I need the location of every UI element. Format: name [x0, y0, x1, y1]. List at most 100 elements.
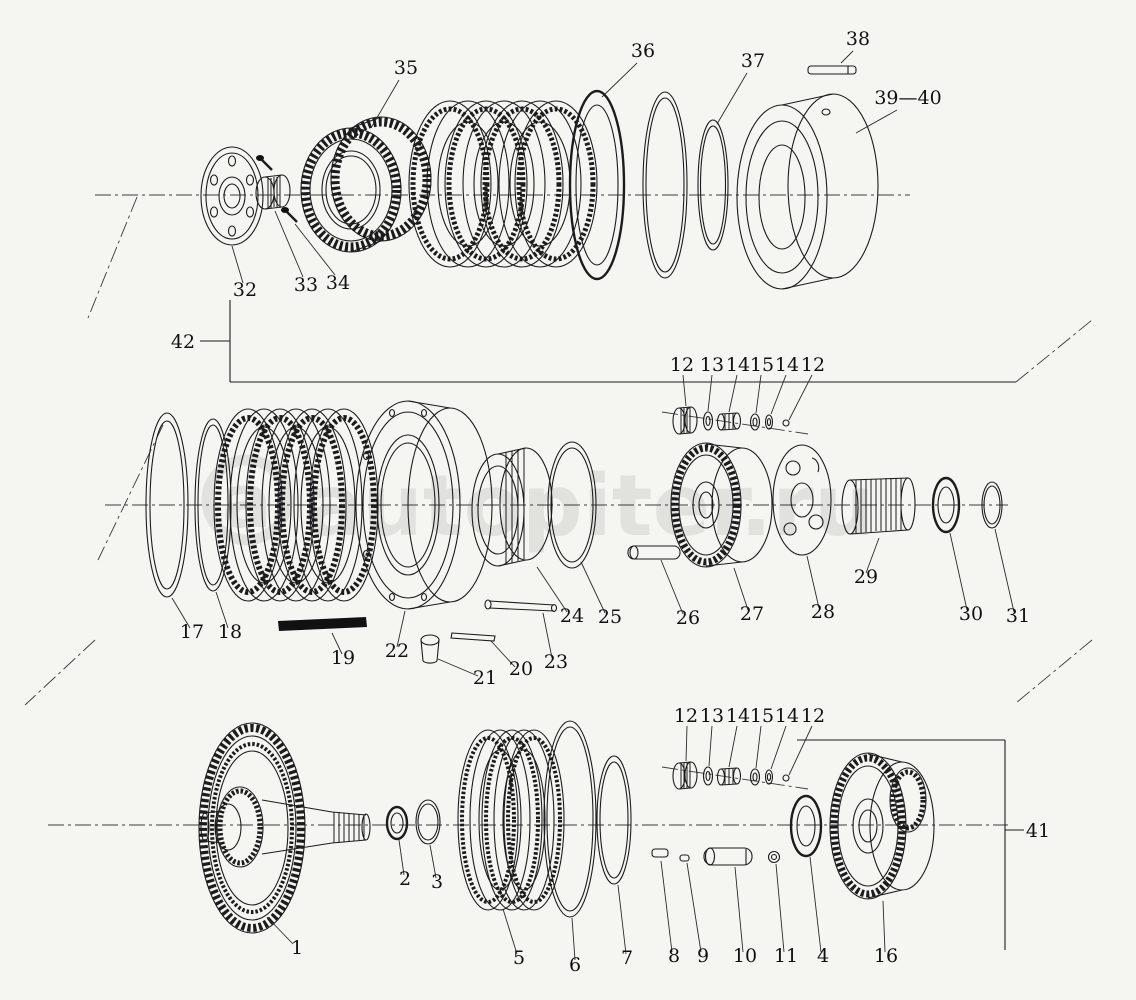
part-24-sprag-bearing: [471, 447, 553, 567]
label-36: 36: [631, 40, 655, 62]
label-7: 7: [621, 947, 633, 969]
leader-lines: [171, 50, 1015, 961]
part-34-bolts: [256, 155, 298, 223]
label-19: 19: [331, 647, 355, 669]
part-16-gear-drum: [829, 752, 935, 900]
label-bot-12: 12: [674, 705, 698, 727]
mid-part-12b-pin: [782, 419, 790, 427]
label-4: 4: [817, 945, 829, 967]
part-31-snap-ring: [981, 481, 1003, 529]
label-30: 30: [959, 603, 983, 625]
label-33: 33: [294, 274, 318, 296]
label-bot-13: 13: [700, 705, 724, 727]
label-6: 6: [569, 954, 581, 976]
part-7-ring: [596, 755, 632, 885]
label-35: 35: [394, 57, 418, 79]
label-9: 9: [697, 945, 709, 967]
row2-left-slant: [97, 424, 164, 561]
part-22-housing: [355, 400, 493, 610]
part-20-bar: [450, 632, 496, 642]
mid-part-15-washer: [749, 413, 761, 431]
label-23: 23: [544, 651, 568, 673]
row1-left-slant: [87, 196, 138, 319]
part-29-splined-shaft: [841, 477, 916, 535]
bottom-part-15-washer: [749, 768, 761, 786]
label-bot-14b: 14: [775, 705, 799, 727]
label-26: 26: [676, 607, 700, 629]
mid-clutch-pack: [213, 408, 379, 602]
bottom-part-13-washer: [702, 766, 714, 786]
label-8: 8: [668, 945, 680, 967]
part-33-hub: [255, 174, 291, 210]
mid-part-12-cap: [672, 406, 698, 435]
label-mid-14b: 14: [775, 354, 799, 376]
label-bot-14: 14: [726, 705, 750, 727]
part-32-flange: [200, 146, 264, 246]
part-39-40-drum: [736, 93, 879, 290]
label-39-40: 39—40: [874, 87, 941, 109]
part-36-pressure-ring: [568, 89, 626, 281]
row1-right-slant: [1015, 319, 1093, 383]
label-10: 10: [733, 945, 757, 967]
label-bot-12b: 12: [801, 705, 825, 727]
bottom-part-12b-pin: [782, 774, 790, 782]
part-36-clutch-pack: [408, 100, 598, 268]
mid-part-14b-washer: [764, 414, 774, 430]
label-31: 31: [1006, 605, 1030, 627]
bracket-42: [200, 300, 1016, 383]
part-37-rings: [642, 91, 729, 279]
label-37: 37: [741, 50, 765, 72]
label-42: 42: [171, 331, 195, 353]
label-mid-14: 14: [726, 354, 750, 376]
label-20: 20: [509, 658, 533, 680]
label-34: 34: [326, 272, 350, 294]
part-8-pin: [651, 848, 669, 858]
label-mid-12: 12: [670, 354, 694, 376]
part-labels: 35 36 37 38 39—40 32 33 34 42 12 13 14 1…: [171, 28, 1050, 976]
center-lines: [24, 194, 1093, 826]
part-10-shaft-pin: [703, 847, 753, 866]
row3-left-slant: [24, 639, 96, 706]
label-mid-12b: 12: [801, 354, 825, 376]
bottom-part-12-cap: [672, 761, 698, 790]
label-mid-13: 13: [700, 354, 724, 376]
part-25-ring: [547, 441, 597, 569]
bracket-41: [797, 739, 1024, 950]
watermark-text: autopiter.ru: [305, 457, 875, 556]
label-25: 25: [598, 606, 622, 628]
bottom-part-14b-washer: [764, 769, 774, 785]
label-22: 22: [385, 640, 409, 662]
part-27-sun-gear: [670, 442, 773, 568]
part-1-input-gear: [198, 722, 371, 934]
part-26-pin: [627, 545, 681, 560]
label-bot-15: 15: [750, 705, 774, 727]
label-3: 3: [431, 871, 443, 893]
part-11-ball: [767, 850, 781, 864]
label-11: 11: [774, 945, 798, 967]
label-1: 1: [291, 937, 303, 959]
part-28-carrier-plate: [772, 444, 832, 556]
part-21-roller: [420, 634, 440, 664]
label-24: 24: [560, 605, 584, 627]
label-mid-15: 15: [750, 354, 774, 376]
part-23-rod: [484, 599, 558, 613]
mid-part-14-pin: [716, 412, 742, 431]
part-3-snap-ring: [415, 799, 441, 845]
label-2: 2: [399, 868, 411, 890]
label-27: 27: [740, 603, 764, 625]
label-21: 21: [473, 667, 497, 689]
label-38: 38: [846, 28, 870, 50]
mid-smallparts-centerline: [661, 411, 809, 435]
part-9-pin: [679, 854, 690, 862]
part-19-key-bar: [278, 617, 367, 631]
label-5: 5: [513, 947, 525, 969]
part-4-bushing: [789, 794, 823, 858]
label-32: 32: [233, 279, 257, 301]
part-30-bearing-ring: [931, 476, 961, 534]
label-18: 18: [218, 621, 242, 643]
part-6-large-ring: [543, 720, 597, 918]
bottom-smallparts-centerline: [661, 766, 809, 790]
watermark-logo-circle: [201, 454, 293, 546]
